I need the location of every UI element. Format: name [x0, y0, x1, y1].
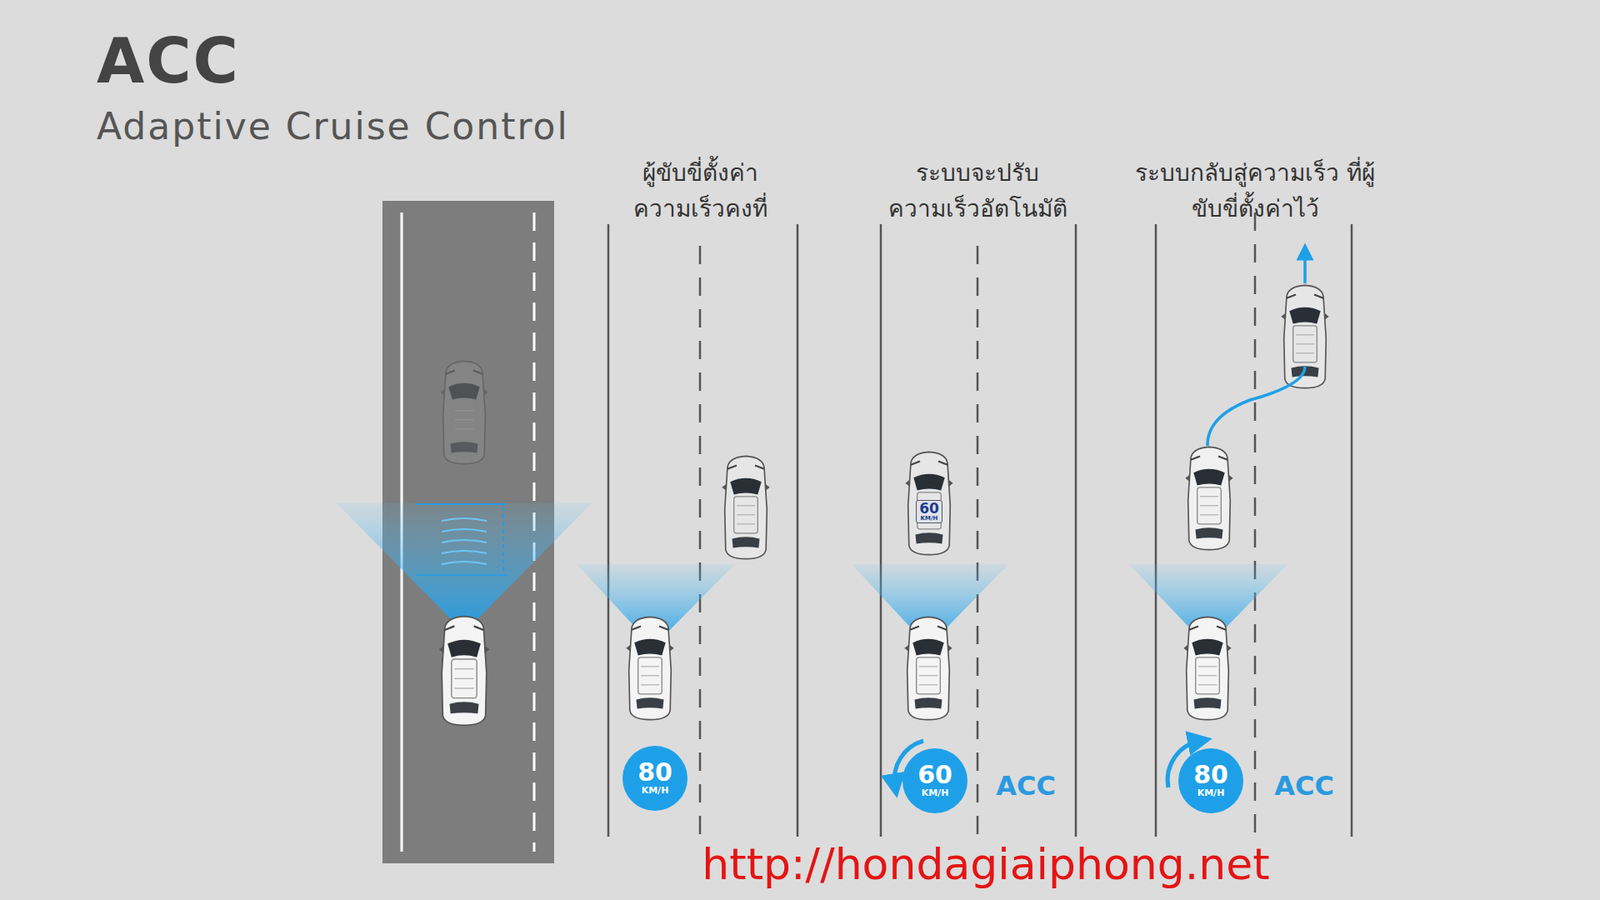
- speed-value: 60: [919, 501, 940, 516]
- step-heading: ระบบกลับสู่ความเร็ว ที่ผู้ขับขี่ตั้งค่าไ…: [1125, 155, 1385, 228]
- speed-value: 80: [637, 760, 673, 785]
- speed-value: 80: [1193, 762, 1229, 788]
- speed-circle: 80KM/H: [1178, 748, 1244, 814]
- speed-circle: 80KM/H: [622, 745, 688, 811]
- acc-label: ACC: [995, 770, 1056, 802]
- title: ACC: [96, 25, 240, 97]
- speed-unit: KM/H: [920, 515, 939, 523]
- step-heading: ระบบจะปรับ ความเร็วอัตโนมัติ: [873, 155, 1082, 228]
- watermark: http://hondagiaiphong.net: [701, 839, 1270, 890]
- speed-unit: KM/H: [921, 787, 950, 799]
- speed-unit: KM/H: [641, 785, 670, 796]
- speed-value: 60: [917, 762, 953, 788]
- speed-circle: 60KM/H: [902, 748, 968, 814]
- step-heading: ผู้ขับขี่ตั้งค่า ความเร็วคงที่: [600, 155, 800, 228]
- acc-label: ACC: [1274, 770, 1335, 802]
- speed-unit: KM/H: [1197, 787, 1225, 799]
- speed-badge: 60KM/H: [915, 500, 943, 525]
- subtitle: Adaptive Cruise Control: [96, 105, 570, 148]
